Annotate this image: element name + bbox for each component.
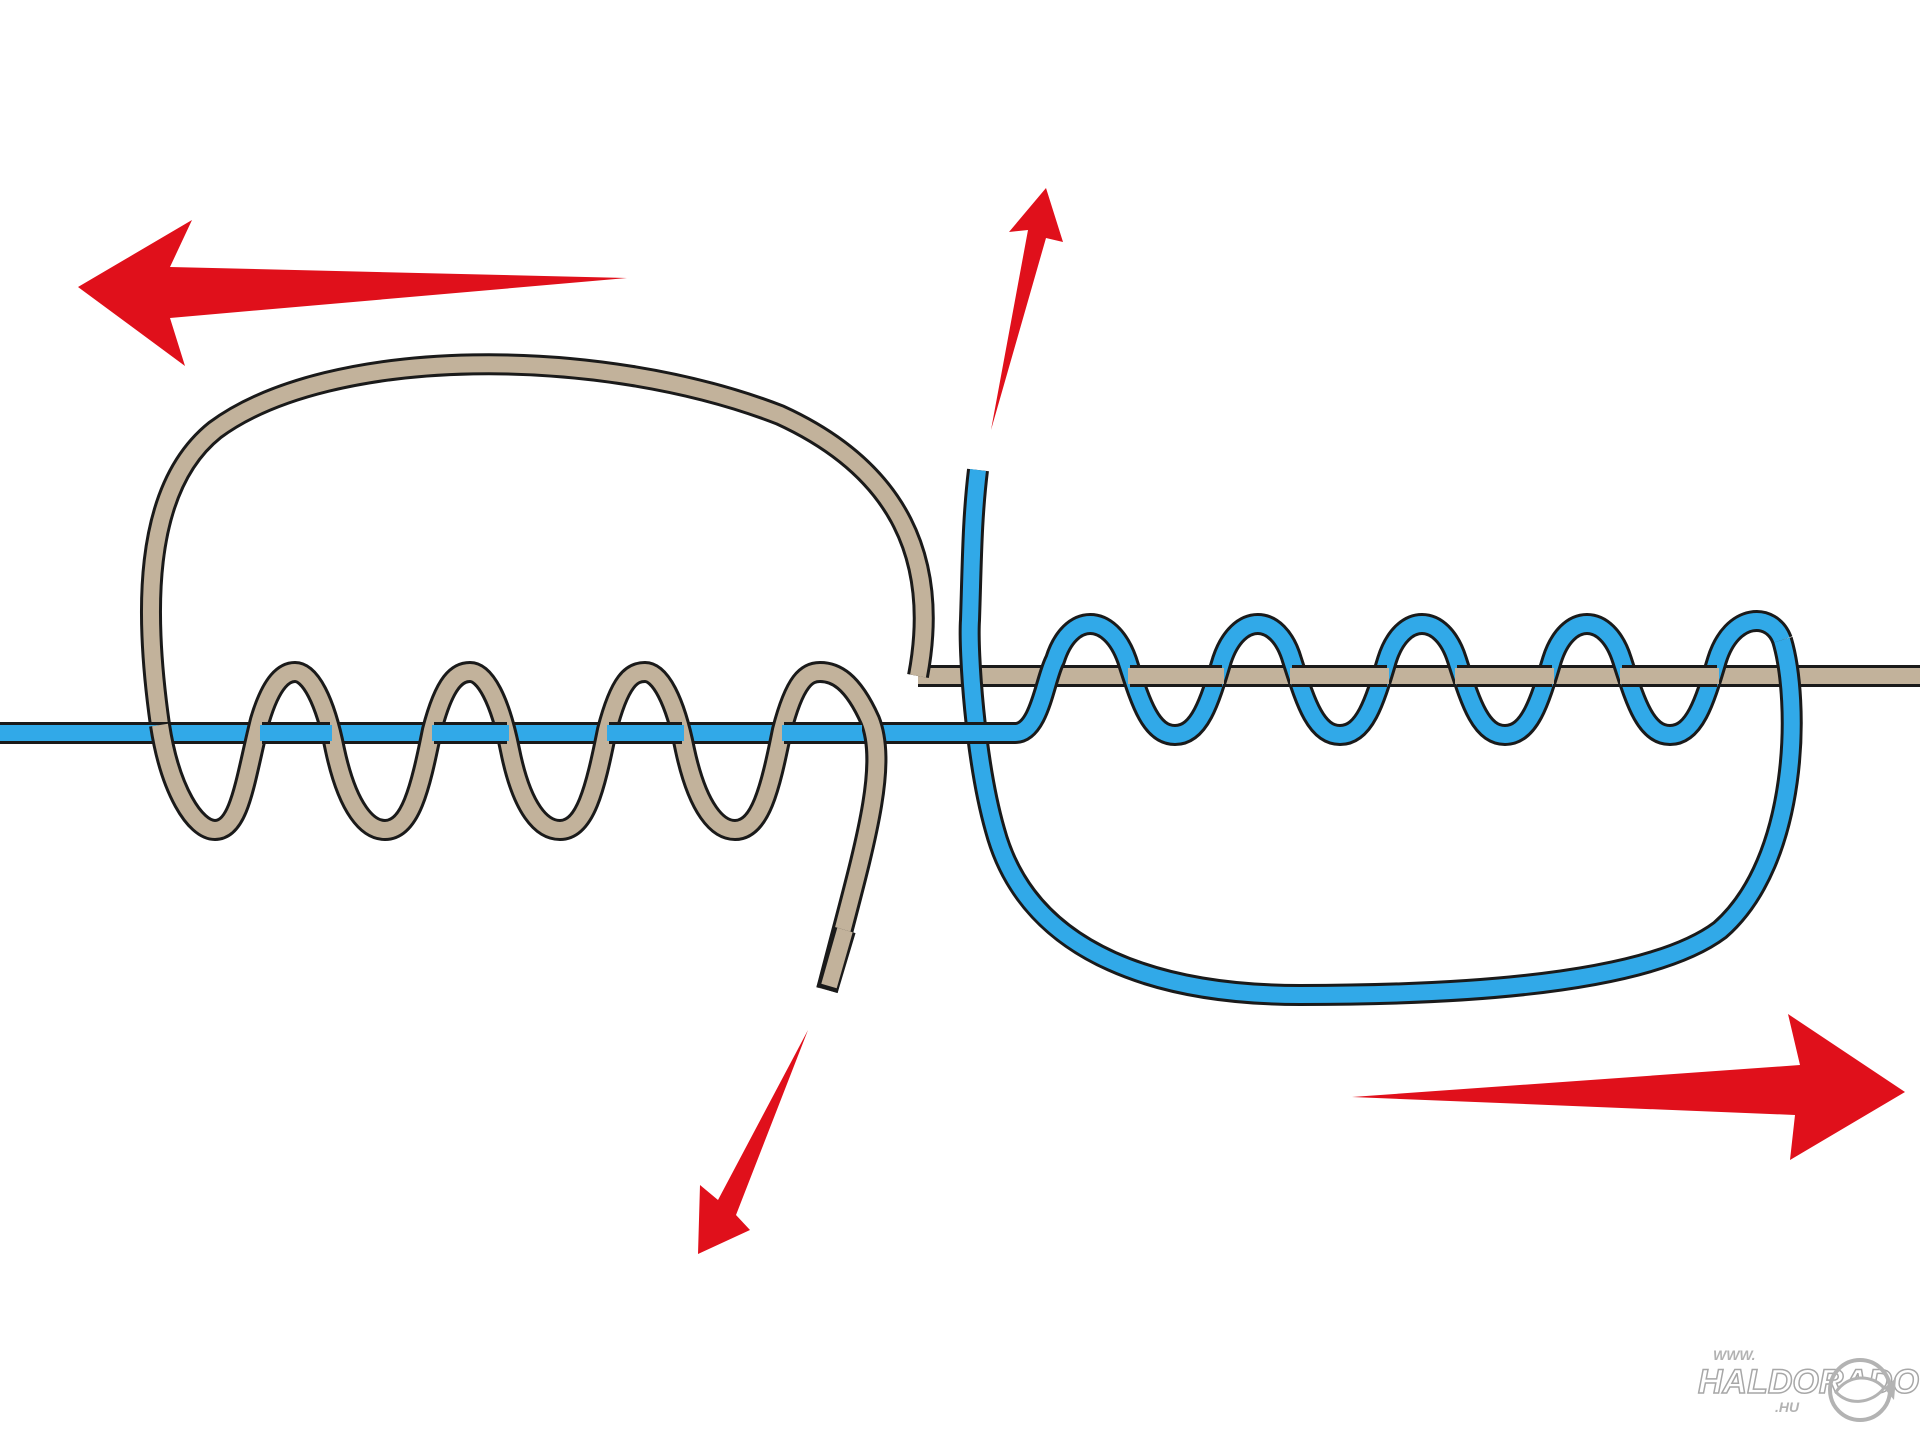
- arrow-right-icon: [1352, 1014, 1905, 1160]
- watermark: WWW. HALDORADO .HU: [1697, 1347, 1920, 1422]
- tan-loop: [139, 353, 935, 727]
- watermark-suffix: .HU: [1775, 1399, 1800, 1415]
- arrow-down-left-icon: [698, 1030, 808, 1254]
- fish-logo-icon: [1828, 1358, 1896, 1422]
- direction-arrows: [78, 188, 1905, 1254]
- tan-wraps: [149, 661, 888, 993]
- arrow-up-right-icon: [991, 188, 1063, 430]
- watermark-name: HALDORADO: [1698, 1363, 1919, 1401]
- blue-loop: [958, 468, 1803, 1006]
- blue-wraps: [1012, 610, 1793, 746]
- watermark-prefix: WWW.: [1713, 1347, 1756, 1363]
- arrow-left-icon: [78, 220, 627, 366]
- tan-tail-end: [816, 926, 856, 994]
